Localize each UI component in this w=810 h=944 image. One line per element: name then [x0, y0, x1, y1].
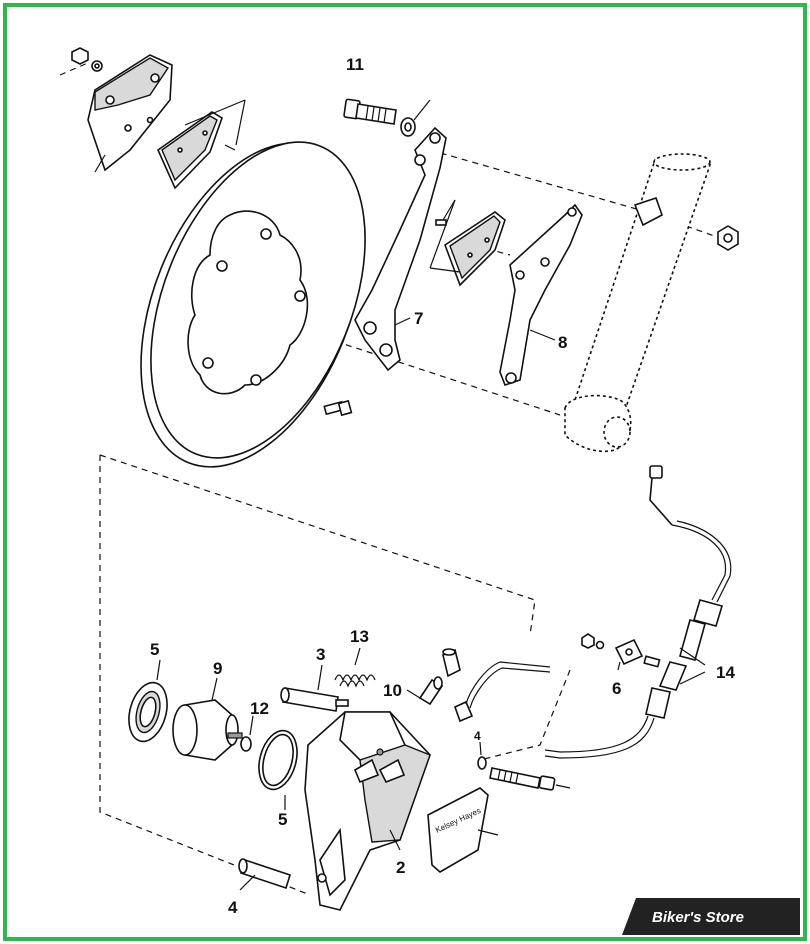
callout-12: 12 — [250, 699, 269, 718]
callout-13: 13 — [350, 627, 369, 646]
callout-7: 7 — [414, 309, 423, 328]
callout-9: 9 — [213, 659, 222, 678]
caliper-body-2 — [304, 711, 431, 911]
piston-9 — [172, 677, 243, 761]
bleeder-10 — [406, 676, 444, 706]
outer-caliper-half — [87, 54, 173, 173]
disc-bolt — [323, 399, 353, 417]
seal-5 — [128, 659, 168, 743]
torque-link-7 — [354, 126, 447, 372]
spring-13 — [334, 647, 376, 688]
caliper-bolt — [489, 767, 571, 791]
watermark: Biker's Store — [622, 898, 800, 935]
watermark-text: Biker's Store — [652, 909, 744, 926]
fork-leg — [564, 153, 712, 453]
outer-brake-pad — [157, 99, 246, 190]
o-ring-5 — [258, 729, 298, 810]
brake-disc — [140, 141, 366, 468]
callout-14: 14 — [716, 663, 735, 682]
callout-4-washer: 4 — [474, 729, 481, 743]
banjo-fitting-6 — [581, 633, 661, 668]
snap-ring-12 — [240, 715, 254, 752]
green-border — [3, 3, 807, 941]
callout-6: 6 — [612, 679, 621, 698]
callout-3: 3 — [316, 645, 325, 664]
caliper-pad-plate: Kelsey Hayes — [427, 787, 499, 873]
callout-10: 10 — [383, 681, 402, 700]
washer-11 — [400, 99, 431, 137]
guide-pin-3 — [280, 664, 349, 712]
callout-8: 8 — [558, 333, 567, 352]
caliper-brake-line — [453, 661, 551, 723]
bracket-8 — [499, 203, 583, 387]
callout-2: 2 — [396, 858, 405, 877]
callout-5-seal: 5 — [150, 640, 159, 659]
brake-line-14 — [544, 465, 732, 759]
axle-nut — [717, 225, 739, 251]
caliper-pin-4 — [238, 858, 291, 891]
outer-nut-washer — [71, 47, 103, 72]
inner-brake-pad — [429, 199, 506, 287]
washer-4 — [477, 741, 487, 770]
bleeder-cap — [442, 648, 461, 678]
callout-11: 11 — [346, 55, 364, 74]
callout-5-oring: 5 — [278, 810, 287, 829]
bolt-11 — [343, 98, 397, 125]
callout-4-pin: 4 — [228, 898, 238, 917]
